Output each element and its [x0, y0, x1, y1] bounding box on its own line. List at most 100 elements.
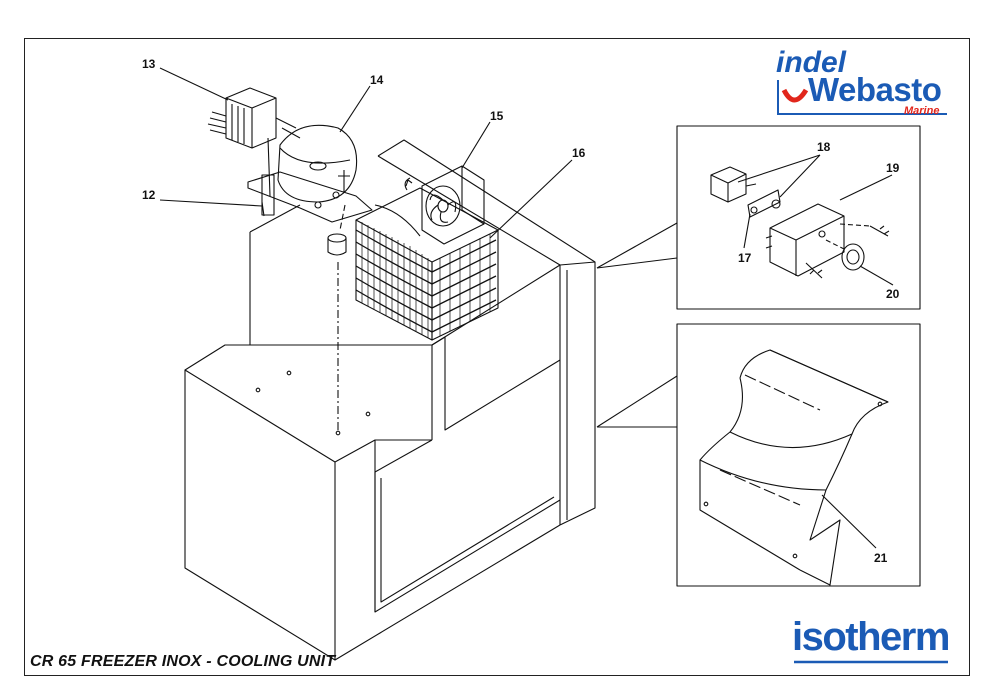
- logo-underline: [777, 80, 947, 115]
- cover-panel-bend: [719, 469, 801, 506]
- condenser-fan: [404, 165, 485, 245]
- compressor-port: [309, 161, 327, 171]
- condenser-front: [355, 220, 433, 341]
- fan-hub: [437, 199, 449, 213]
- cabinet-upper-ridge: [431, 264, 561, 346]
- compressor-bolt: [314, 201, 322, 209]
- indel-webasto-logo: indel Webasto Marine: [772, 46, 952, 118]
- detail-box-cover: [676, 323, 921, 587]
- knob-axis: [825, 239, 847, 251]
- cover-panel-fold: [699, 459, 827, 491]
- cover-panel-top: [739, 349, 889, 586]
- cabinet-top-right-edge: [377, 155, 561, 266]
- thermostat-sensor: [710, 166, 747, 203]
- cover-panel-bend: [744, 374, 821, 411]
- cabinet-lower-left-face: [184, 369, 336, 661]
- thermostat-terminals: [765, 235, 773, 249]
- condenser: [355, 187, 499, 341]
- drawing-frame: [24, 38, 970, 676]
- cabinet-top-left-edge: [249, 204, 301, 233]
- isotherm-logo: isotherm: [792, 615, 952, 665]
- cabinet-step-front-edge: [334, 439, 432, 463]
- logo-webasto: Webasto: [808, 71, 942, 108]
- cover-hole: [877, 401, 883, 407]
- freezer-cabinet: [184, 139, 596, 661]
- leader-14: [339, 85, 371, 133]
- cabinet-right-side: [559, 261, 596, 526]
- thermostat-shaft: [818, 230, 826, 238]
- cabinet-bottom-edge: [334, 524, 561, 661]
- detail-leader-top: [596, 222, 678, 269]
- leader-17: [743, 213, 751, 249]
- cabinet-door-outline: [374, 472, 561, 613]
- thermostat-knob-cap: [846, 249, 860, 265]
- leader-19: [839, 174, 893, 201]
- mounting-hole: [335, 430, 341, 436]
- assembly-axis-line: [339, 204, 346, 231]
- condenser-coils: [355, 229, 497, 333]
- fan-housing-edge: [461, 166, 485, 225]
- leader-16: [489, 159, 573, 239]
- callout-13: 13: [142, 57, 156, 71]
- thermostat-sensor-edge: [710, 173, 747, 202]
- electronic-unit-wires: [207, 111, 227, 135]
- fan-blades: [429, 194, 457, 223]
- mounting-hole: [365, 411, 371, 417]
- compressor-base-plate: [247, 171, 373, 223]
- callout-12: 12: [142, 188, 156, 202]
- callout-15: 15: [490, 109, 504, 123]
- leader-15: [461, 121, 491, 169]
- callout-leaders: [159, 67, 894, 549]
- callout-14: 14: [370, 73, 384, 87]
- fan-ring: [425, 185, 461, 227]
- callout-21: 21: [874, 551, 888, 565]
- logo-marine: Marine: [904, 105, 940, 117]
- cabinet-panel-recess: [431, 336, 561, 431]
- thermostat-sensor-stub: [745, 183, 757, 187]
- refrigerant-line: [374, 204, 421, 237]
- logo-isotherm-underline: [794, 660, 948, 664]
- electronic-unit-edges: [225, 97, 277, 148]
- leader-13: [159, 67, 229, 101]
- detail-box-thermostat: [676, 125, 921, 310]
- callout-20: 20: [886, 287, 900, 301]
- electronic-unit-cable: [275, 117, 297, 129]
- cabinet-top-rear-edge: [377, 139, 596, 263]
- compressor-seam: [279, 147, 351, 164]
- leader-20: [859, 265, 894, 286]
- fan-housing: [421, 165, 485, 245]
- cabinet-door-inner: [380, 478, 555, 603]
- cover-panel-left: [699, 377, 801, 571]
- thermostat-parts: [710, 166, 890, 279]
- mounting-screw-left: [805, 262, 823, 279]
- cover-hole: [792, 553, 798, 559]
- electronic-unit-body: [225, 87, 277, 149]
- leader-18: [737, 154, 821, 198]
- electronic-unit: [207, 87, 297, 149]
- mounting-hole: [286, 370, 292, 376]
- logo-indel: indel: [776, 46, 847, 79]
- callout-16: 16: [572, 146, 586, 160]
- detail-leader-bottom: [596, 257, 678, 269]
- cover-hole: [703, 501, 709, 507]
- rubber-grommet: [327, 233, 347, 256]
- compressor: [247, 124, 421, 237]
- leader-21: [821, 494, 877, 549]
- mounting-hole: [255, 387, 261, 393]
- cover-panel-edge: [769, 349, 889, 403]
- callout-18: 18: [817, 140, 831, 154]
- compressor-bolt: [332, 191, 340, 199]
- cover-panel-fold: [729, 431, 853, 449]
- bracket-washer: [771, 199, 781, 209]
- callout-19: 19: [886, 161, 900, 175]
- compressor-pipe: [338, 170, 350, 192]
- rotation-arrow-icon: [404, 177, 413, 191]
- thermostat-knob: [841, 243, 865, 271]
- drawing-caption: CR 65 FREEZER INOX - COOLING UNIT: [30, 653, 336, 670]
- bracket-screw-icon: [750, 206, 758, 214]
- detail-leader-top: [596, 375, 678, 428]
- thermostat-housing: [769, 203, 845, 277]
- filter-drier: [261, 174, 275, 216]
